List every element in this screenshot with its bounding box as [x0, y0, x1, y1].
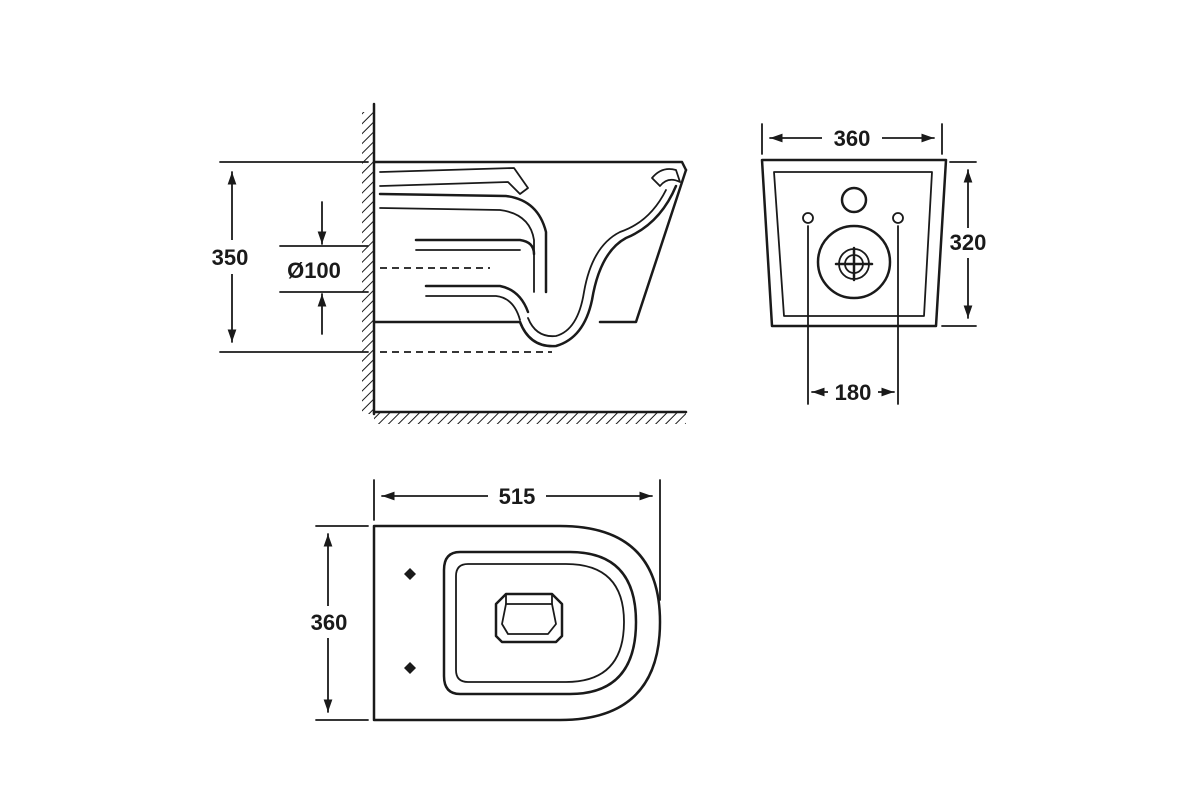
side-view: 350 Ø100 — [200, 102, 688, 424]
rear-view: 360 320 180 — [760, 123, 1000, 406]
bolt-spacing-label: 180 — [835, 380, 872, 405]
wall — [362, 102, 376, 416]
side-height-label: 350 — [212, 245, 249, 270]
bolt-hole-left — [802, 212, 814, 224]
mounting-hole-bottom — [404, 662, 416, 674]
outlet-diameter-label: Ø100 — [287, 258, 341, 283]
bolt-hole-right — [892, 212, 904, 224]
top-length-label: 515 — [499, 484, 536, 509]
top-width-label: 360 — [311, 610, 348, 635]
floor — [372, 410, 688, 424]
top-width-dimension-360: 360 — [300, 525, 369, 721]
toilet-rear-outline — [760, 158, 948, 328]
rear-width-dimension-360: 360 — [761, 123, 943, 155]
top-length-dimension-515: 515 — [373, 479, 661, 601]
toilet-side-profile — [372, 160, 688, 353]
outlet-dimension: Ø100 — [279, 201, 369, 335]
mounting-hole-top — [404, 568, 416, 580]
rear-width-label: 360 — [834, 126, 871, 151]
rear-height-dimension-320: 320 — [941, 161, 1000, 327]
toilet-top-outline — [372, 524, 662, 722]
top-outlet — [494, 592, 564, 644]
top-view: 515 360 — [300, 479, 662, 722]
height-dimension-350: 350 — [200, 161, 369, 353]
bolt-spacing-dimension-180: 180 — [807, 225, 899, 406]
outlet-circle — [816, 224, 892, 300]
rear-height-label: 320 — [950, 230, 987, 255]
water-inlet-circle — [840, 186, 868, 214]
